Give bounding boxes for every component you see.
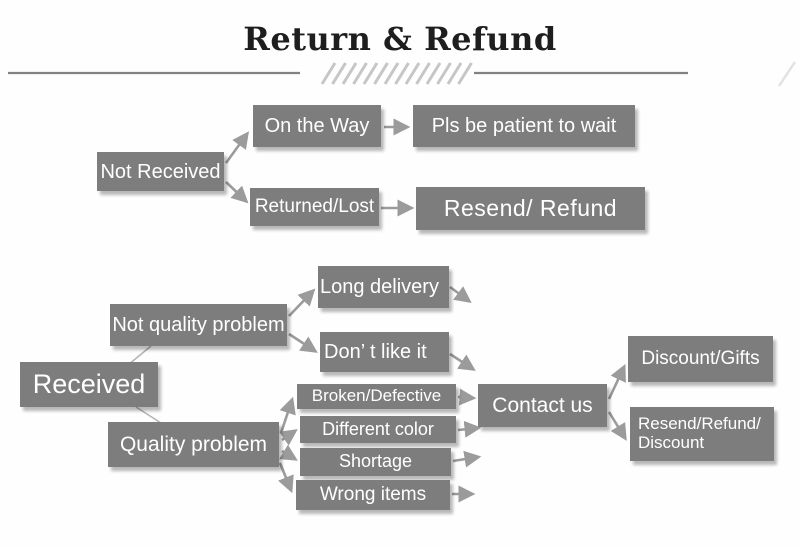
edges-received-connectors: [127, 345, 162, 424]
node-contact-us: Contact us: [478, 384, 607, 427]
node-quality-problem: Quality problem: [108, 422, 279, 467]
page-title: Return & Refund: [243, 20, 557, 58]
node-not-quality-problem: Not quality problem: [110, 304, 287, 346]
title-hatch-decoration: [320, 62, 473, 85]
edges-quality-branch: [278, 396, 298, 494]
node-resend-refund: Resend/ Refund: [416, 187, 645, 230]
edges-issues-to-contact: [452, 388, 482, 503]
node-discount-gifts: Discount/Gifts: [628, 336, 773, 382]
node-not-received: Not Received: [97, 152, 224, 191]
edges-not-quality-branch: [288, 285, 476, 371]
node-wrong-items: Wrong items: [296, 480, 450, 510]
node-on-the-way: On the Way: [253, 105, 381, 147]
node-shortage: Shortage: [300, 448, 451, 476]
node-broken-defective: Broken/Defective: [297, 384, 456, 409]
node-different-color: Different color: [300, 416, 456, 443]
edges-contact-to-outcomes: [607, 363, 627, 441]
edges-not-received-branch: [224, 118, 415, 217]
node-resend-refund-discount: Resend/Refund/ Discount: [630, 407, 774, 461]
corner-hatch-decoration: [777, 61, 797, 87]
node-received: Received: [20, 362, 158, 407]
node-long-delivery: Long delivery: [318, 266, 449, 308]
node-dont-like-it: Don’ t like it: [320, 332, 449, 372]
node-pls-be-patient: Pls be patient to wait: [413, 105, 635, 147]
node-returned-lost: Returned/Lost: [250, 188, 379, 226]
